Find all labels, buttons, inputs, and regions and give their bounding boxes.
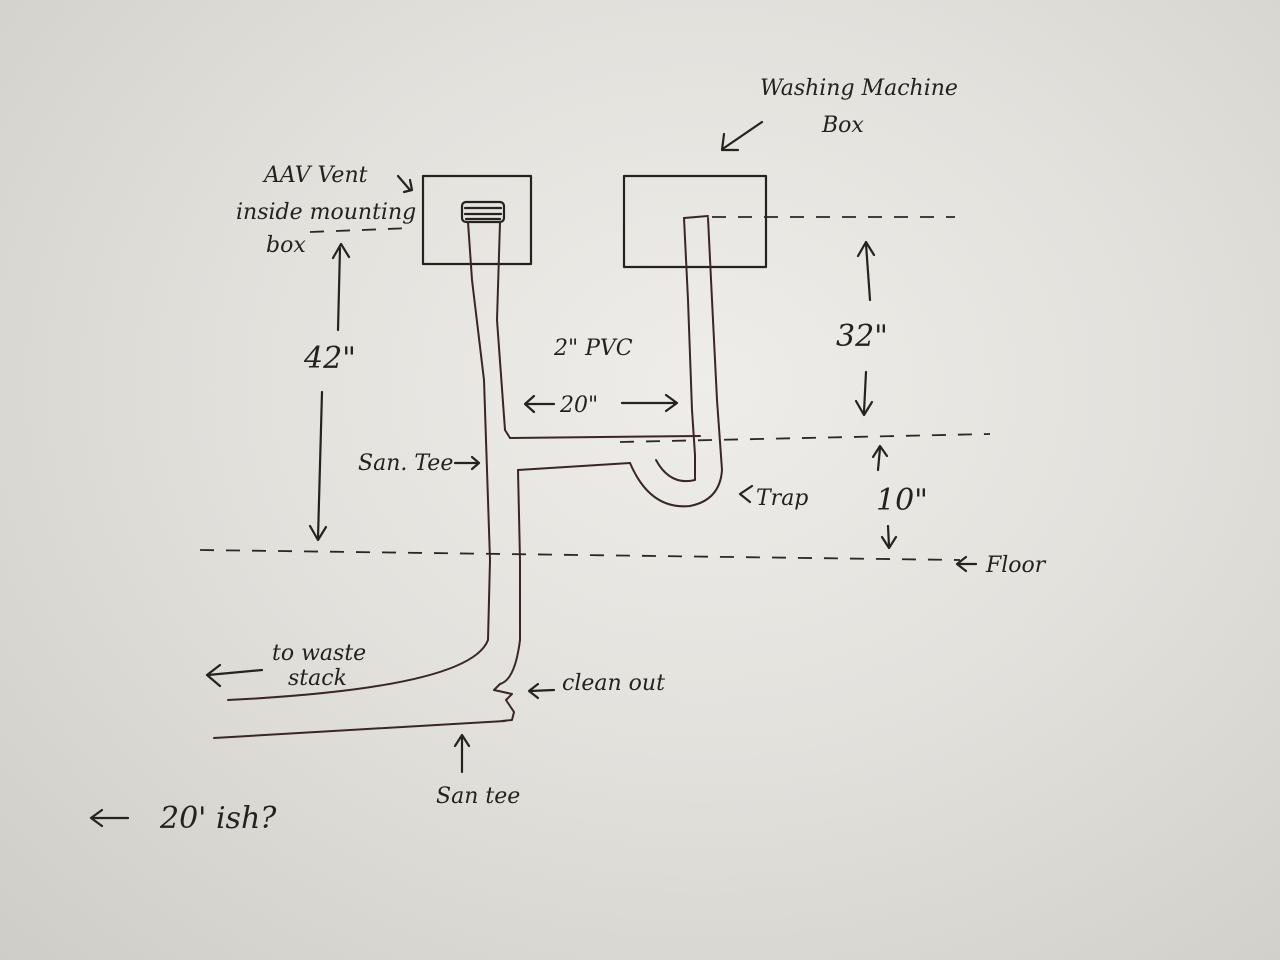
to-waste-label-line2: stack — [288, 666, 347, 691]
horizontal-branch-pipe — [509, 435, 701, 439]
floor-label: Floor — [985, 553, 1047, 578]
aav-mounting-box — [421, 174, 533, 266]
standpipe-left — [683, 217, 696, 456]
washing-machine-box — [622, 174, 768, 269]
aav-pointer-arrow — [396, 174, 414, 194]
san-tee-upper-label: San. Tee — [358, 451, 453, 476]
p-trap-inner — [655, 454, 696, 482]
washing-machine-label-line1: Washing Machine — [760, 76, 958, 101]
san-tee-lower-label: San tee — [436, 784, 520, 809]
standpipe-top — [683, 215, 709, 219]
distance-arrow — [89, 808, 130, 828]
waste-line-bottom — [213, 720, 506, 739]
aav-label-line3: box — [266, 233, 306, 258]
aav-vent-cap-icon — [460, 200, 506, 224]
san-tee-upper-arrow — [453, 455, 481, 471]
dim-10-arrow — [871, 444, 898, 550]
box-height-label: 32" — [836, 319, 888, 354]
pipe-size-label: 2" PVC — [553, 336, 633, 361]
vent-height-label: 42" — [303, 341, 356, 376]
standpipe-right — [707, 217, 723, 471]
horizontal-branch-pipe-lower — [517, 462, 631, 471]
to-waste-arrow — [205, 663, 264, 688]
p-trap — [629, 462, 723, 508]
washing-machine-label-line2: Box — [821, 113, 864, 138]
clean-out-arrow — [527, 682, 556, 700]
clean-out-fitting — [493, 683, 515, 722]
san-tee-lower-arrow — [453, 733, 471, 774]
trap-weir-line — [619, 433, 991, 443]
floor-line — [199, 549, 961, 561]
to-waste-label-line1: to waste — [272, 641, 366, 666]
trap-height-label: 10" — [876, 483, 928, 518]
dim-32-arrow — [854, 240, 876, 417]
horizontal-run-label: 20" — [559, 393, 598, 418]
aav-label-line1: AAV Vent — [262, 163, 368, 188]
dim-42-arrow — [308, 242, 351, 542]
dim-20-arrows — [523, 393, 679, 414]
distance-note-label: 20' ish? — [159, 801, 277, 836]
lower-vertical-pipe — [499, 469, 521, 685]
washing-machine-pointer-arrow — [720, 120, 764, 152]
vent-pipe-right-wall — [496, 221, 511, 439]
aav-label-line2: inside mounting — [236, 200, 416, 225]
aav-height-line — [309, 227, 413, 233]
floor-arrow — [955, 555, 978, 573]
trap-label: Trap — [756, 486, 808, 511]
clean-out-label: clean out — [562, 671, 665, 696]
vent-pipe — [227, 221, 491, 701]
trap-arrow — [738, 484, 754, 504]
